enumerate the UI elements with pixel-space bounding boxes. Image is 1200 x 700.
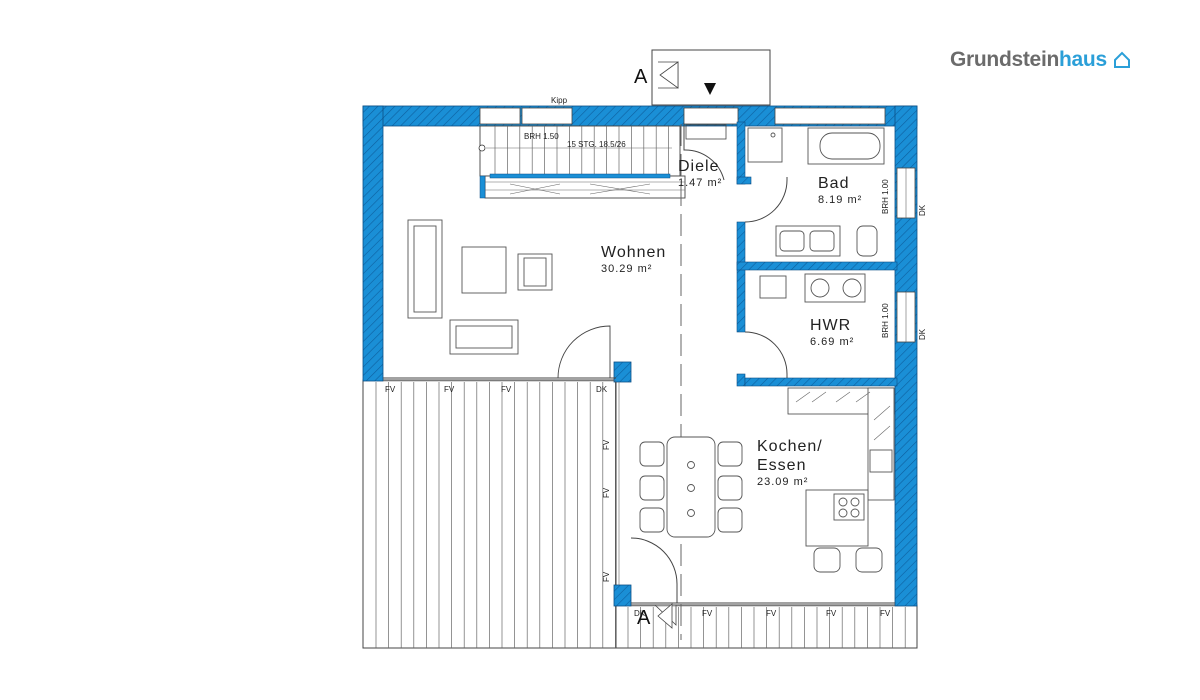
window-label-brh-hwr: BRH 1.00: [881, 303, 890, 338]
section-mark-letter: A: [634, 66, 648, 88]
bar-stool: [855, 547, 883, 573]
shower: [747, 127, 783, 163]
house-icon: [1113, 51, 1130, 68]
stair-kipp-label: Kipp: [551, 96, 568, 105]
kitchen-fixtures: [787, 387, 895, 573]
window-label-fv: FV: [766, 609, 777, 618]
stair-steps-label: 15 STG. 18.5/26: [567, 140, 626, 149]
stair-brh-label: BRH 1.50: [524, 132, 559, 141]
diele-door-arc: [683, 124, 725, 181]
room-hwr-name: HWR: [810, 317, 851, 334]
window-label-fv: FV: [826, 609, 837, 618]
room-bad-name: Bad: [818, 175, 849, 192]
toilet: [856, 225, 878, 257]
utility-fixtures: [759, 273, 866, 303]
bar-stool: [813, 547, 841, 573]
exterior-walls: [362, 105, 918, 607]
window-label-brh-bad: BRH 1.00: [881, 179, 890, 214]
terrace-door: [557, 325, 611, 379]
room-wohnen-area: 30.29 m²: [601, 263, 652, 275]
interior-walls: [736, 121, 898, 387]
section-mark-top: A: [634, 61, 679, 89]
dining-set: [639, 436, 743, 538]
brand-name-part1: Grundstein: [950, 48, 1060, 71]
kitchen-sink: [869, 449, 893, 473]
entrance-arrow-icon: [704, 83, 716, 95]
section-mark-bottom: A: [637, 603, 673, 629]
room-kochen-name-1: Kochen/: [757, 438, 823, 455]
window-label-dk: DK: [918, 328, 927, 340]
window-label-dk: DK: [634, 609, 646, 618]
room-kochen-area: 23.09 m²: [757, 476, 808, 488]
room-diele-name: Diele: [678, 158, 719, 175]
glazing: [383, 377, 895, 607]
room-kochen-name-2: Essen: [757, 457, 806, 474]
living-furniture: [407, 219, 553, 355]
window-label-fv: FV: [444, 385, 455, 394]
staircase: Kipp BRH 1.50 15 STG. 18.5/26: [478, 96, 686, 199]
room-hwr-area: 6.69 m²: [810, 336, 854, 348]
utility-sink: [759, 275, 787, 299]
window-label-fv: FV: [501, 385, 512, 394]
bathroom-fixtures: [747, 127, 885, 257]
window-label-dk: DK: [918, 204, 927, 216]
room-bad-area: 8.19 m²: [818, 194, 862, 206]
hwr-door: [744, 331, 788, 378]
coffee-table: [461, 246, 507, 294]
window-label-dk: DK: [596, 385, 608, 394]
window-label-fv: FV: [602, 487, 611, 498]
window-label-fv: FV: [385, 385, 396, 394]
window-label-fv: FV: [880, 609, 891, 618]
section-mark-letter: A: [637, 607, 651, 629]
window-labels: FV FV FV DK FV FV FV DK FV FV FV FV DK D…: [385, 179, 927, 618]
room-wohnen-name: Wohnen: [601, 244, 666, 261]
room-diele-area: 1.47 m²: [678, 177, 722, 189]
window-label-fv: FV: [602, 571, 611, 582]
bad-door: [744, 177, 788, 223]
brand-name-part2: haus: [1059, 48, 1107, 71]
cooktop: [833, 493, 865, 521]
window-label-fv: FV: [702, 609, 713, 618]
window-label-fv: FV: [602, 439, 611, 450]
kitchen-door: [630, 537, 678, 603]
kitchen-counter-side: [867, 387, 895, 501]
